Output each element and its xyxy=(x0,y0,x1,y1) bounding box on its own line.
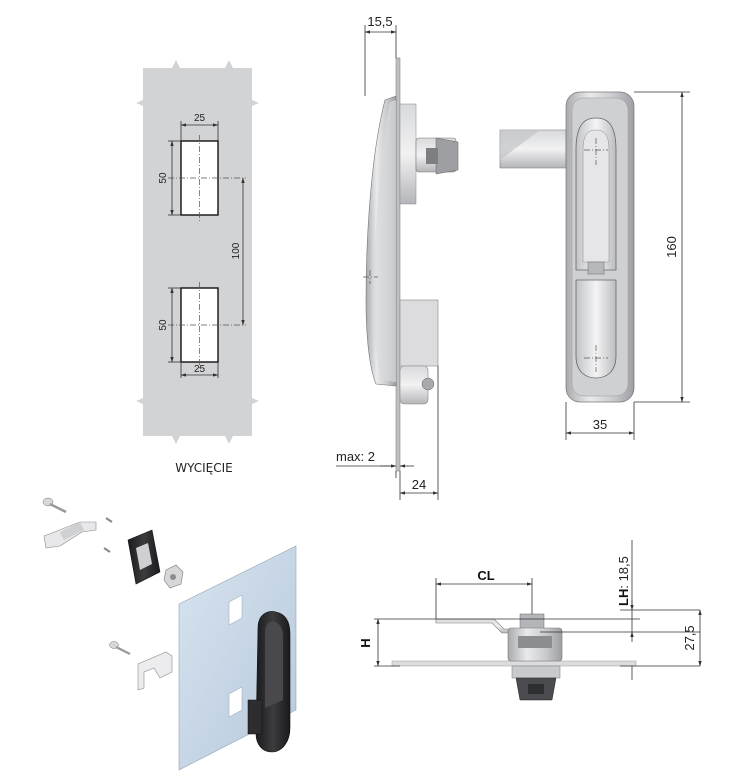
cutout-dim-width-bottom: 25 xyxy=(194,364,206,375)
front-dim-height: 160 xyxy=(664,236,679,258)
front-dim-width: 35 xyxy=(593,417,607,432)
screw-top xyxy=(42,497,67,514)
screw-lower xyxy=(109,641,131,655)
mounting-clip xyxy=(137,651,173,691)
cam-dim-cl: CL xyxy=(477,568,494,583)
cutout-dim-height-top: 50 xyxy=(158,172,169,184)
side-dim-depth-top: 15,5 xyxy=(367,14,392,29)
front-view: 160 35 xyxy=(499,91,690,440)
cutout-dim-height-bottom: 50 xyxy=(158,319,169,331)
cam-dim-lh-prefix: LH xyxy=(616,589,631,606)
cutout-panel-shape xyxy=(136,60,259,444)
cutout-template: 25 25 50 50 100 WYCIĘCIE xyxy=(136,60,259,475)
cam-dim-h: H xyxy=(358,638,373,647)
cam-dim-lh: LH: 18,5 xyxy=(616,556,631,606)
side-view: 15,5 max: 2 24 xyxy=(336,14,459,500)
cam-lever xyxy=(435,618,521,634)
cutout-dim-spacing: 100 xyxy=(231,242,242,259)
cutout-caption: WYCIĘCIE xyxy=(175,461,233,475)
cam-panel-line xyxy=(391,660,637,667)
side-dim-panel-max: max: 2 xyxy=(336,449,375,464)
cutout-dim-width-top: 25 xyxy=(194,113,206,124)
side-panel-plate xyxy=(395,57,401,472)
exploded-view xyxy=(42,497,297,771)
cam-dim-lh-value: : 18,5 xyxy=(616,556,631,589)
cam-dim-total: 27,5 xyxy=(682,625,697,650)
side-lower-block xyxy=(399,299,439,367)
side-dim-depth-bottom: 24 xyxy=(412,477,426,492)
cam-view: CL H LH: 18,5 27,5 xyxy=(358,540,702,701)
